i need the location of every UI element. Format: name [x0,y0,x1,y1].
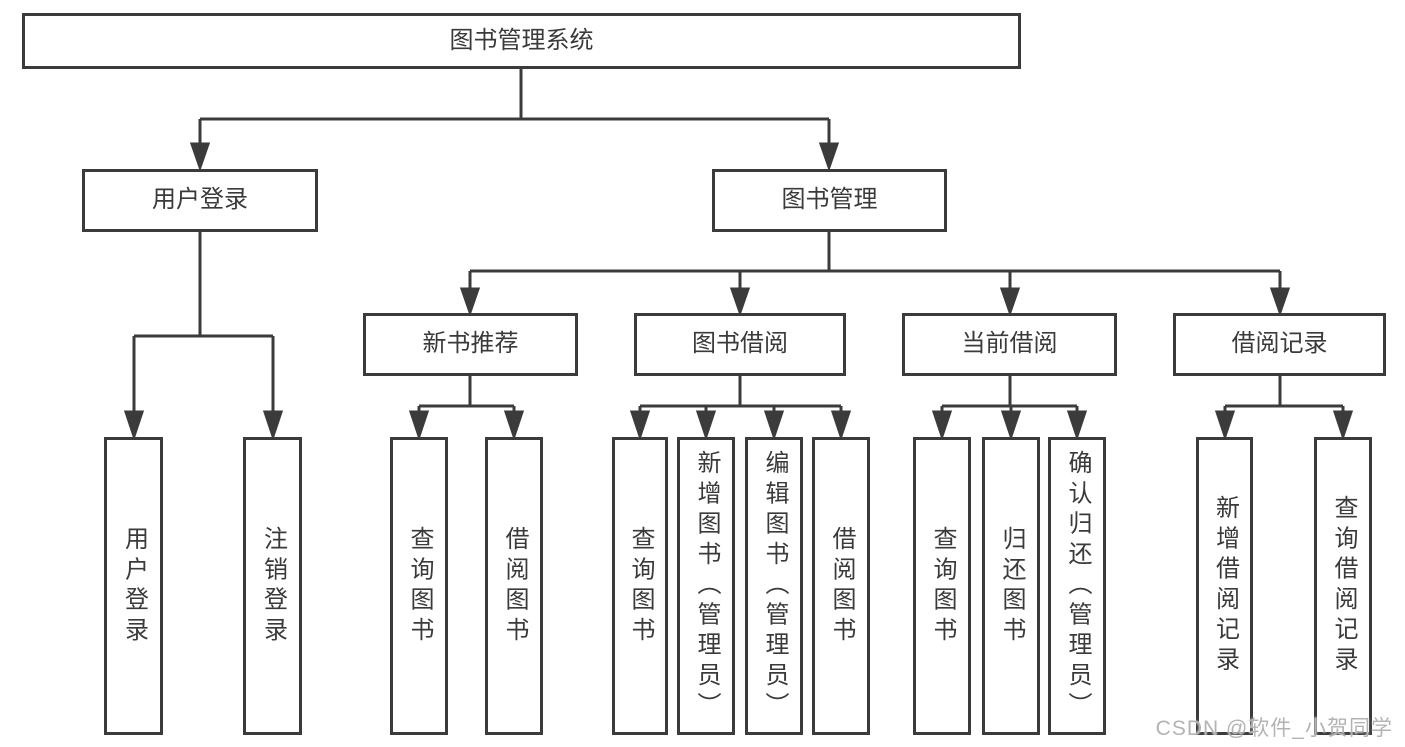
arrowhead [189,142,211,172]
arrowhead [629,410,651,441]
leaf-add-books-admin-label: 新增图书（管理员） [693,449,720,723]
arrowhead [123,410,145,441]
arrowhead [1332,410,1354,441]
node-current-borrowing-label: 当前借阅 [961,330,1058,358]
connector-current-borrowing-children [931,376,1088,441]
watermark: CSDN @软件_小贺同学 [1155,717,1393,740]
connector-root-to-level2 [189,69,840,172]
arrowhead [262,410,284,441]
arrowhead [818,142,840,172]
node-current-borrowing: 当前借阅 [902,313,1117,376]
leaf-query-books-current: 查询图书 [913,437,971,735]
arrowhead [408,410,430,441]
leaf-borrow-books-borrowing-label: 借阅图书 [828,525,855,647]
node-root: 图书管理系统 [22,13,1021,69]
leaf-query-books-recommend-label: 查询图书 [406,525,433,647]
leaf-user-login: 用户登录 [104,437,163,735]
connector-book-management-children [459,232,1291,317]
leaf-edit-books-admin: 编辑图书（管理员） [745,437,803,735]
leaf-user-login-label: 用户登录 [120,525,148,647]
arrowhead [729,287,751,317]
leaf-query-books-borrowing-label: 查询图书 [627,525,654,647]
leaf-borrow-books-recommend: 借阅图书 [485,437,543,735]
leaf-logout-label: 注销登录 [259,525,287,647]
leaf-add-borrow-record: 新增借阅记录 [1196,437,1253,735]
leaf-query-borrow-record: 查询借阅记录 [1314,437,1372,735]
arrowhead [1000,410,1022,441]
node-borrowing-records-label: 借阅记录 [1231,330,1328,358]
arrowhead [459,287,481,317]
node-user-login: 用户登录 [82,169,318,232]
arrowhead [1214,410,1236,441]
leaf-return-books: 归还图书 [982,437,1040,735]
leaf-borrow-books-recommend-label: 借阅图书 [501,525,528,647]
leaf-borrow-books-borrowing: 借阅图书 [812,437,870,735]
leaf-query-books-current-label: 查询图书 [929,525,956,647]
connector-book-borrowing-children [629,376,852,441]
connector-borrowing-records-children [1214,376,1354,441]
arrowhead [503,410,525,441]
node-book-borrowing: 图书借阅 [634,313,846,376]
node-borrowing-records: 借阅记录 [1173,313,1386,376]
node-root-label: 图书管理系统 [449,26,594,54]
leaf-query-borrow-record-label: 查询借阅记录 [1330,495,1357,677]
arrowhead [999,287,1021,317]
arrowhead [1066,410,1088,441]
arrowhead [763,410,785,441]
node-book-management: 图书管理 [712,169,947,232]
connector-user-login-children [123,232,284,441]
connector-new-book-recommend-children [408,376,525,441]
leaf-query-books-borrowing: 查询图书 [612,437,668,735]
leaf-query-books-recommend: 查询图书 [390,437,448,735]
node-new-book-recommend-label: 新书推荐 [422,330,519,358]
node-book-management-label: 图书管理 [781,186,878,214]
leaf-add-borrow-record-label: 新增借阅记录 [1211,495,1239,677]
node-new-book-recommend: 新书推荐 [363,313,578,376]
arrowhead [1269,287,1291,317]
node-user-login-label: 用户登录 [152,186,248,214]
leaf-edit-books-admin-label: 编辑图书（管理员） [761,449,788,723]
node-book-borrowing-label: 图书借阅 [692,330,788,358]
leaf-confirm-return-admin-label: 确认归还（管理员） [1064,449,1091,723]
arrowhead [830,410,852,441]
leaf-add-books-admin: 新增图书（管理员） [677,437,735,735]
arrowhead [931,410,953,441]
leaf-confirm-return-admin: 确认归还（管理员） [1048,437,1106,735]
arrowhead [695,410,717,441]
leaf-logout: 注销登录 [243,437,302,735]
leaf-return-books-label: 归还图书 [998,525,1025,647]
